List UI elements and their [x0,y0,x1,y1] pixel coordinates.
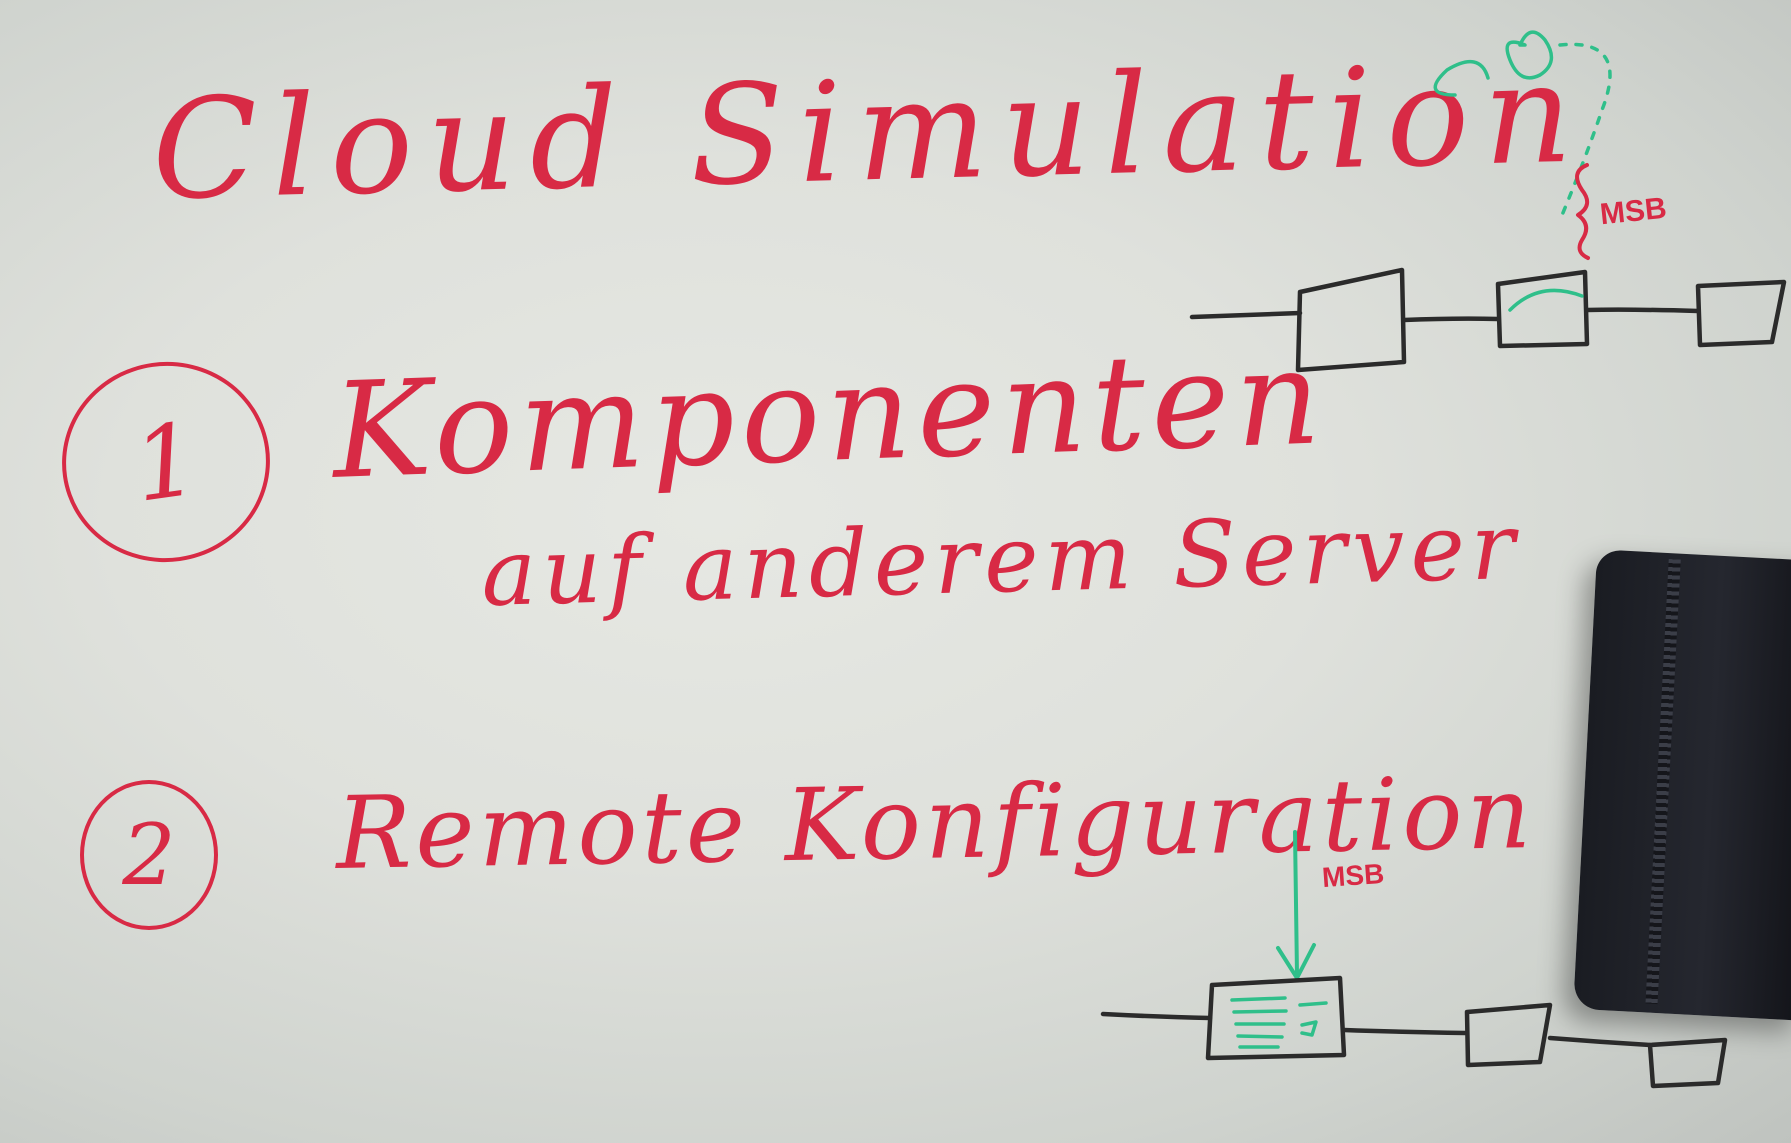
item-2-number-circle: 2 [80,780,218,930]
bottom-wire-mid-2 [1547,1035,1653,1048]
infinity-loop-icon [1505,30,1554,80]
item-2-number: 2 [122,806,176,904]
bottom-wire-mid-1 [1341,1027,1468,1036]
top-wire-mid-2 [1584,307,1701,314]
green-tick-in-box [1508,288,1584,312]
top-box-2 [1495,269,1590,349]
bottom-box-2 [1464,1002,1553,1068]
feedback-loop-line [1558,42,1612,222]
msb-label-top: MSB [1598,191,1669,232]
bottom-box-3 [1647,1037,1728,1089]
top-box-3 [1695,279,1787,348]
msb-brace [1575,163,1590,260]
eraser-grip [1645,559,1681,1005]
cycle-arrow-icon [1433,60,1490,97]
msb-arrow [1276,830,1316,980]
top-diagram [1189,30,1787,373]
msb-label-bottom: MSB [1320,857,1386,894]
bottom-diagram [1100,830,1728,1089]
whiteboard-eraser [1573,549,1791,1021]
top-wire-mid-1 [1401,316,1501,323]
config-box [1205,975,1347,1061]
config-list-icon [1230,996,1328,1049]
top-wire-in [1189,310,1303,320]
bottom-wire-in [1100,1011,1213,1021]
top-box-1 [1295,267,1407,373]
